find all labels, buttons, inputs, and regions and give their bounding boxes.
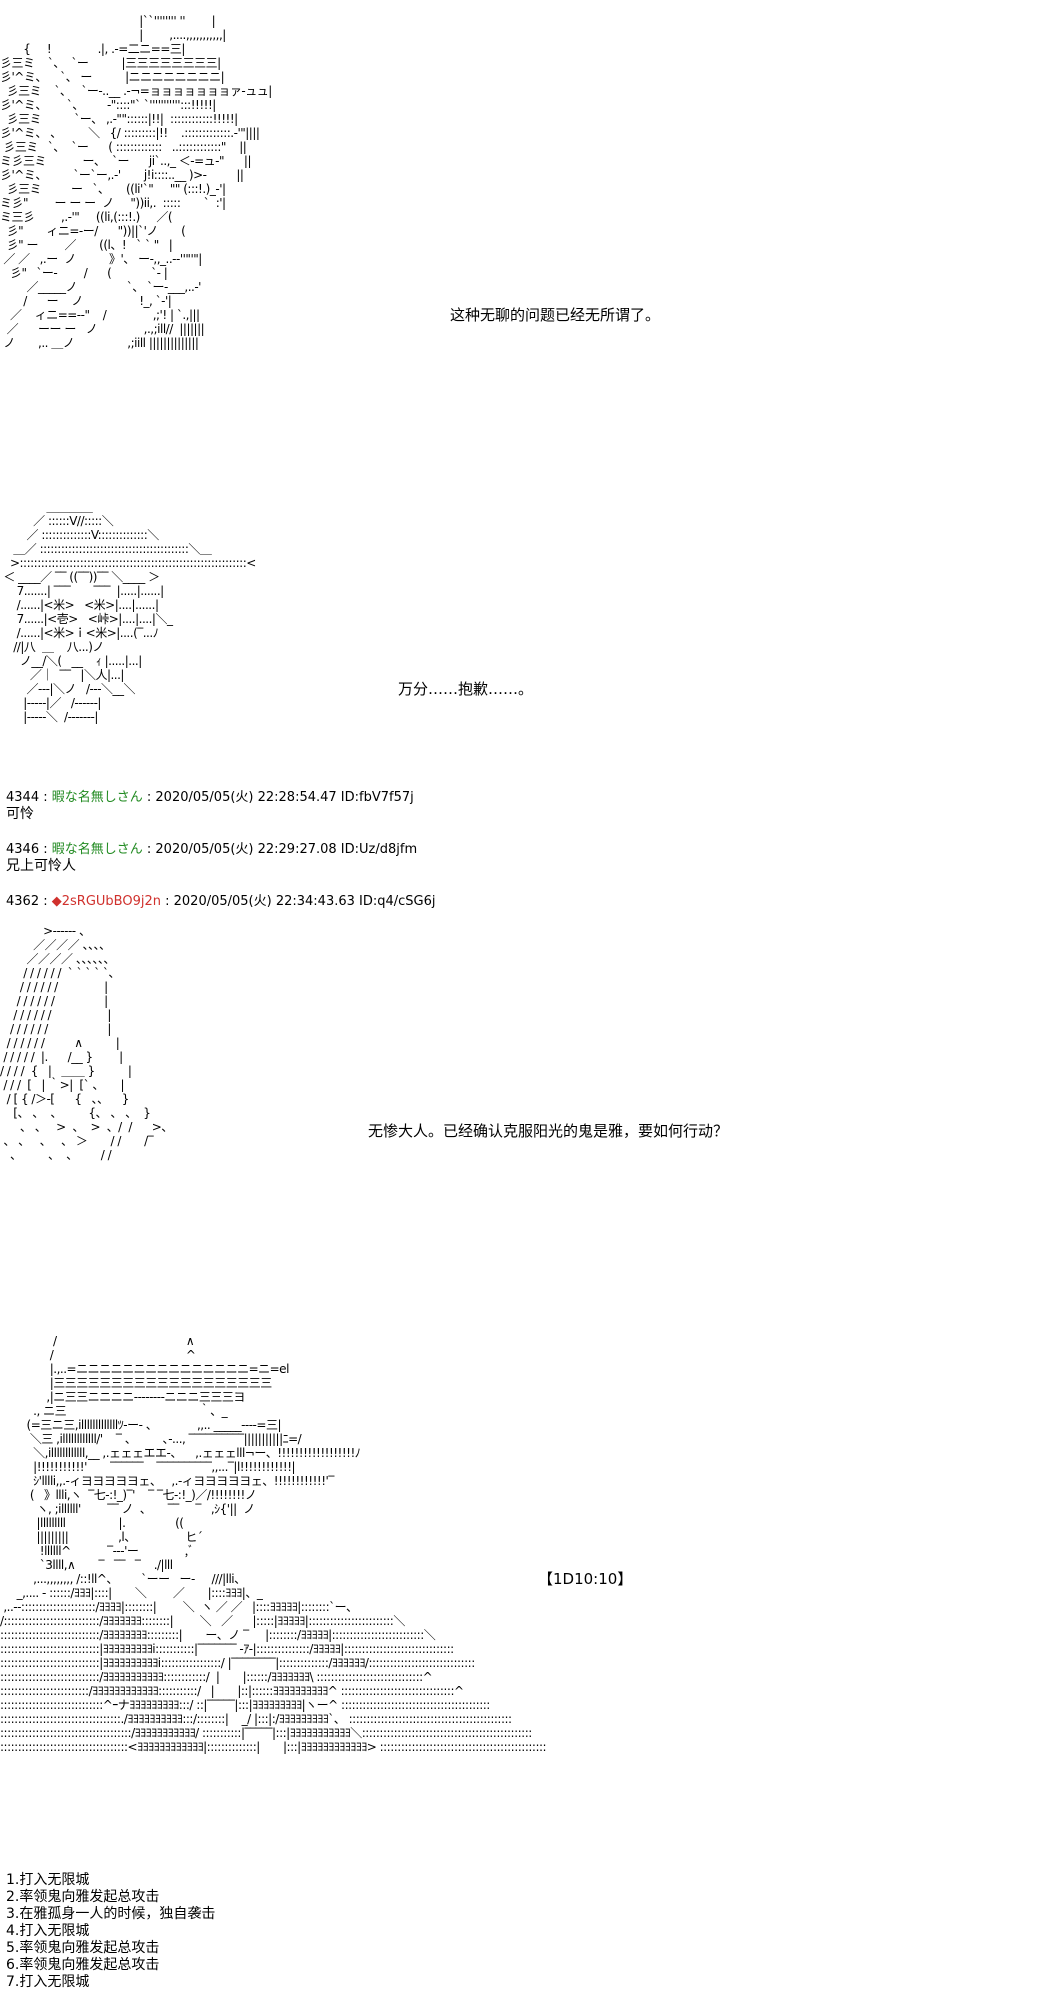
trip-diamond-icon: ◆ [51, 894, 62, 909]
post-header-4344: 4344 : 暇な名無しさん : 2020/05/05(火) 22:28:54.… [6, 790, 414, 805]
ascii-art-figure-2: ＿＿＿＿ ／ ::::::V//:::::＼ ／ ::::::::::::::V… [3, 500, 256, 724]
speech-line-1: 这种无聊的问题已经无所谓了。 [450, 306, 661, 324]
choice-item: 1.打入无限城 [6, 1872, 90, 1888]
poster-name[interactable]: 暇な名無しさん [51, 842, 143, 857]
ascii-art-figure-4: / ∧ / ^ |.,..=ニニニニニニニニニニニニニニニ=ニ=el |三三三三… [0, 1334, 547, 1754]
speech-line-2: 万分……抱歉……。 [398, 680, 534, 698]
ascii-art-figure-1: |``'''''''' '' | | ,....,,,,,,,,,,,| { !… [0, 14, 272, 350]
choice-item: 5.率领鬼向雅发起总攻击 [6, 1940, 160, 1956]
choice-item: 4.打入无限城 [6, 1923, 90, 1939]
poster-name[interactable]: 暇な名無しさん [51, 790, 143, 805]
dice-result: 【1D10:10】 [538, 1570, 633, 1588]
post-header-4346: 4346 : 暇な名無しさん : 2020/05/05(火) 22:29:27.… [6, 842, 418, 857]
speech-line-3: 无惨大人。已经确认克服阳光的鬼是雅，要如何行动？ [368, 1122, 729, 1140]
post-body-4344: 可怜 [6, 806, 34, 822]
choice-item: 3.在雅孤身一人的时候，独自袭击 [6, 1906, 216, 1922]
op-name[interactable]: 2sRGUbBO9j2n [61, 894, 161, 909]
choice-item: 7.打入无限城 [6, 1974, 90, 1990]
choice-list: 1.打入无限城 2.率领鬼向雅发起总攻击 3.在雅孤身一人的时候，独自袭击 4.… [6, 1872, 215, 1991]
choice-item: 6.率领鬼向雅发起总攻击 [6, 1957, 160, 1973]
choice-item: 2.率领鬼向雅发起总攻击 [6, 1889, 160, 1905]
ascii-art-figure-3: >--‐‐-- 、 ／／／／ 、、、、 ／／／／ 、、、、、、 / / / / … [0, 924, 173, 1162]
post-header-4362: 4362 : ◆2sRGUbBO9j2n : 2020/05/05(火) 22:… [6, 894, 436, 909]
post-body-4346: 兄上可怜人 [6, 858, 76, 874]
